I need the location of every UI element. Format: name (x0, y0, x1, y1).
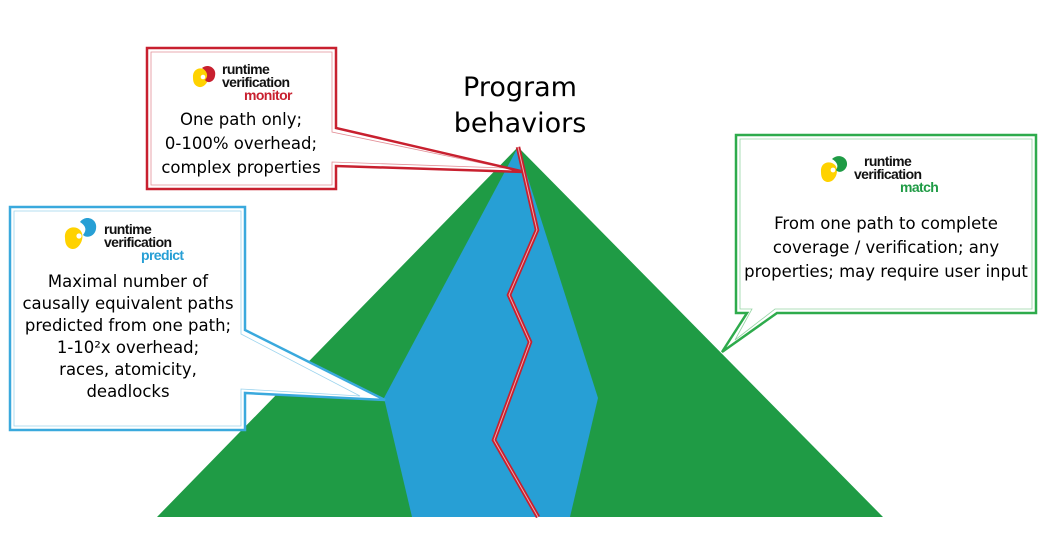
logo-word-predict: predict (141, 247, 184, 263)
predicted-behaviors-region (384, 147, 598, 517)
title-line-2: behaviors (453, 108, 587, 139)
predict-line-4: 1-10²x overhead; (56, 338, 200, 357)
logo-word-monitor: monitor (244, 87, 293, 103)
monitor-line-3: complex properties (161, 158, 321, 177)
monitor-line-1: One path only; (179, 110, 303, 129)
match-line-1: From one path to complete (774, 214, 998, 233)
logo-word-runtime: runtime (864, 153, 912, 169)
title-line-1: Program (463, 72, 577, 103)
predict-line-2: causally equivalent paths (22, 294, 234, 313)
logo-word-match: match (900, 179, 939, 195)
diagram-title: Program behaviors (420, 70, 620, 142)
logo-word-runtime: runtime (104, 221, 152, 237)
logo-word-verification: verification (222, 74, 290, 90)
predict-description: Maximal number of causally equivalent pa… (14, 271, 242, 403)
match-description: From one path to complete coverage / ver… (738, 212, 1034, 284)
rv-logo-mark-icon (192, 65, 216, 88)
predict-line-3: predicted from one path; (24, 316, 232, 335)
logo-word-runtime: runtime (222, 61, 270, 77)
monitor-description: One path only; 0-100% overhead; complex … (150, 108, 332, 180)
predict-line-1: Maximal number of (47, 272, 209, 291)
rv-logo-mark-icon (64, 218, 97, 250)
match-callout-shape (720, 133, 1038, 354)
predict-line-6: deadlocks (86, 382, 170, 401)
monitor-callout-shape (145, 46, 526, 191)
match-line-2: coverage / verification; any (772, 238, 1000, 257)
monitor-line-2: 0-100% overhead; (164, 134, 318, 153)
execution-path-highlight (493, 146, 539, 518)
match-line-3: properties; may require user input (744, 262, 1028, 281)
logo-word-verification: verification (104, 234, 172, 250)
logo-word-verification: verification (854, 166, 922, 182)
predict-line-5: races, atomicity, (59, 360, 197, 379)
predict-callout-shape (8, 205, 386, 432)
rv-logo-mark-icon (820, 156, 848, 183)
